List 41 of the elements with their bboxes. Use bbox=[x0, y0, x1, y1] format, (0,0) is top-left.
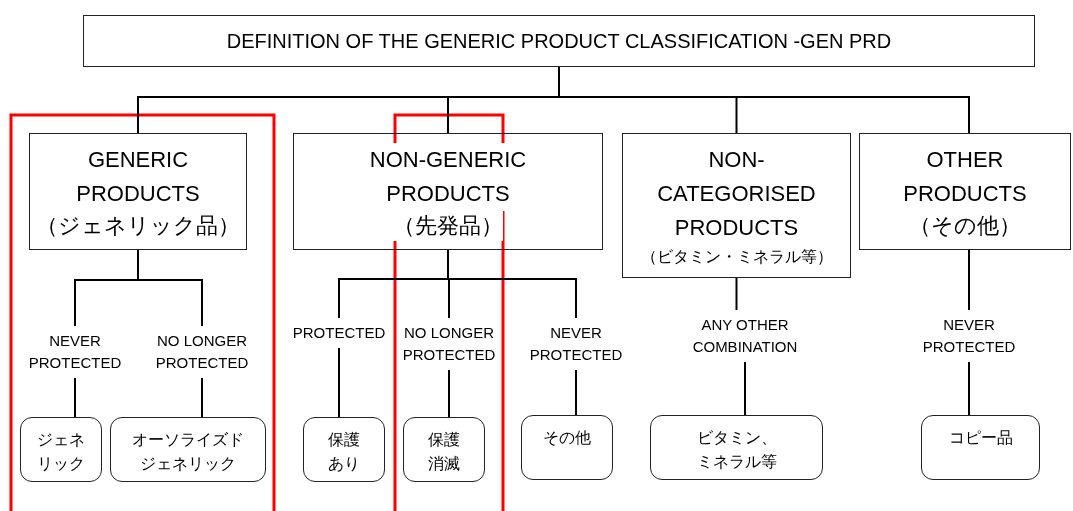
status-label: PROTECTED bbox=[286, 322, 392, 344]
leaf-label: オーソライズドジェネリック bbox=[131, 430, 245, 474]
status-label: ANY OTHER COMBINATION bbox=[680, 314, 810, 358]
rounded-frame bbox=[921, 415, 1040, 480]
leaf-label: コピー品 bbox=[948, 428, 1013, 448]
status-label: NO LONGER PROTECTED bbox=[397, 322, 501, 366]
title-frame bbox=[83, 15, 1035, 67]
connector-line bbox=[74, 377, 76, 418]
status-label: NEVER PROTECTED bbox=[914, 314, 1024, 358]
rounded-frame bbox=[521, 415, 613, 480]
connector-line bbox=[968, 361, 970, 416]
category-note: （先発品） bbox=[393, 210, 503, 241]
category-frame bbox=[293, 133, 603, 250]
connector-line bbox=[201, 377, 203, 418]
status-label: NEVER PROTECTED bbox=[520, 322, 632, 366]
status-label: NO LONGER PROTECTED bbox=[142, 330, 262, 374]
leaf-label: その他 bbox=[543, 428, 591, 448]
connector-line bbox=[338, 347, 340, 418]
category-label: NON-GENERIC PRODUCTS bbox=[368, 142, 528, 211]
connector-line bbox=[448, 369, 450, 418]
title-text: DEFINITION OF THE GENERIC PRODUCT CLASSIFICATION -GEN PRD bbox=[226, 29, 892, 53]
rounded-frame bbox=[110, 417, 266, 482]
rounded-frame bbox=[303, 417, 385, 482]
leaf-label: 保護あり bbox=[327, 430, 361, 474]
status-label: NEVER PROTECTED bbox=[20, 330, 130, 374]
rounded-frame bbox=[650, 415, 823, 480]
connector-line bbox=[575, 369, 577, 416]
category-frame bbox=[622, 133, 851, 278]
connector-line bbox=[735, 277, 738, 311]
connector-line bbox=[744, 361, 746, 416]
rounded-frame bbox=[403, 417, 485, 482]
category-frame bbox=[29, 133, 247, 250]
connector-line bbox=[137, 249, 203, 327]
rounded-frame bbox=[20, 417, 102, 482]
connector-line bbox=[558, 66, 970, 134]
connector-line bbox=[968, 249, 970, 311]
connector-line bbox=[447, 249, 577, 319]
leaf-label: ビタミン、ミネラル等 bbox=[695, 428, 778, 472]
leaf-label: 保護消滅 bbox=[427, 430, 461, 474]
category-frame bbox=[859, 133, 1071, 250]
leaf-label: ジェネリック bbox=[36, 430, 86, 474]
